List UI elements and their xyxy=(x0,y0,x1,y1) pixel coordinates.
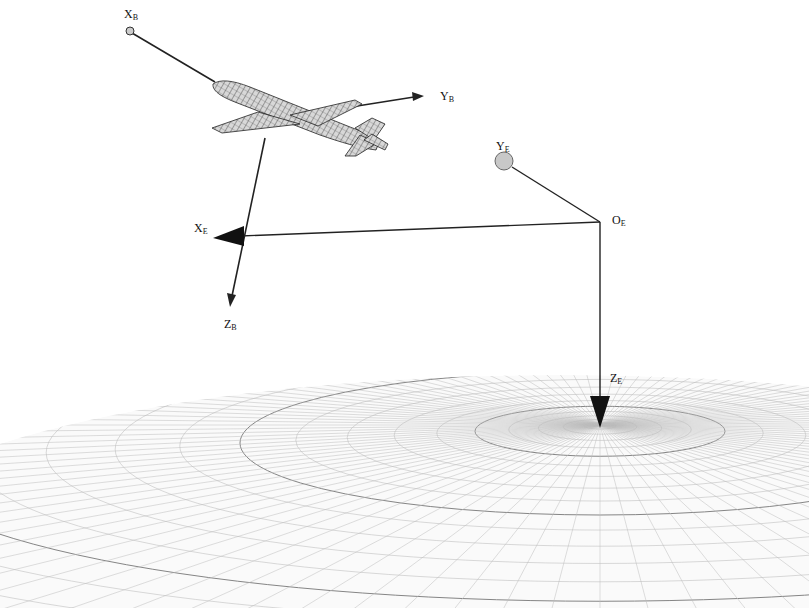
axis-label: ZB xyxy=(224,318,237,332)
axis-label: ZE xyxy=(610,372,622,386)
earth-axes xyxy=(213,152,610,428)
axis-label: XE xyxy=(194,222,208,236)
body-axes xyxy=(126,27,424,307)
earth-grid xyxy=(0,145,809,608)
aircraft xyxy=(212,81,388,156)
axis-label: YB xyxy=(440,90,454,104)
axis-label: OE xyxy=(612,214,626,228)
axis-label: YE xyxy=(496,140,510,154)
axis-label: XB xyxy=(124,8,138,22)
